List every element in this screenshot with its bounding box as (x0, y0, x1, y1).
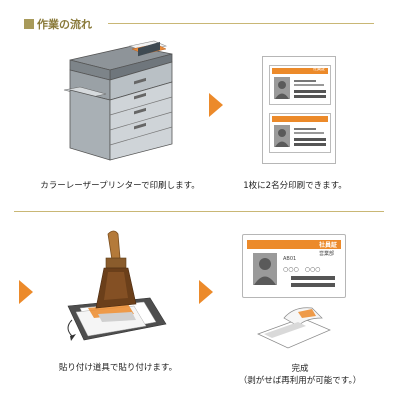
id-card-sheet-illustration: 社員証 (262, 56, 336, 164)
sheet-card-top: 社員証 (269, 65, 331, 105)
card-header-band: 社員証 (247, 240, 341, 249)
title-marker (24, 19, 34, 29)
person-icon (274, 77, 290, 99)
person-icon (274, 125, 290, 147)
section-divider (14, 211, 384, 212)
arrow-right-icon (19, 280, 33, 304)
step4-caption-line2: （剥がせば再利用が可能です。） (238, 376, 362, 386)
step4-caption-line1: 完成 (291, 364, 309, 374)
card-name-placeholder: ○○○ ○○○ (283, 266, 321, 273)
step1-caption: カラーレーザープリンターで印刷します。 (40, 181, 200, 191)
step2-caption: 1枚に2名分印刷できます。 (243, 181, 347, 191)
finished-id-card-illustration: 社員証 営業部 AB01 ○○○ ○○○ (242, 234, 346, 298)
card-role-label: 営業部 (319, 251, 335, 257)
card-org-label: 社員証 (318, 242, 337, 249)
title-rule (108, 23, 374, 24)
laminator-illustration (67, 230, 167, 341)
section-header: 作業の流れ (24, 16, 92, 32)
card-id-label: AB01 (283, 256, 297, 262)
card-org-label: 社員証 (313, 66, 325, 71)
person-icon (253, 253, 277, 285)
printer-illustration (63, 40, 173, 161)
step3-caption: 貼り付け道具で貼り付けます。 (58, 363, 178, 373)
sheet-card-bottom (269, 113, 331, 153)
section-title: 作業の流れ (37, 18, 92, 31)
arrow-right-icon (209, 93, 223, 117)
arrow-right-icon (199, 280, 213, 304)
peeling-card-illustration (257, 307, 331, 349)
